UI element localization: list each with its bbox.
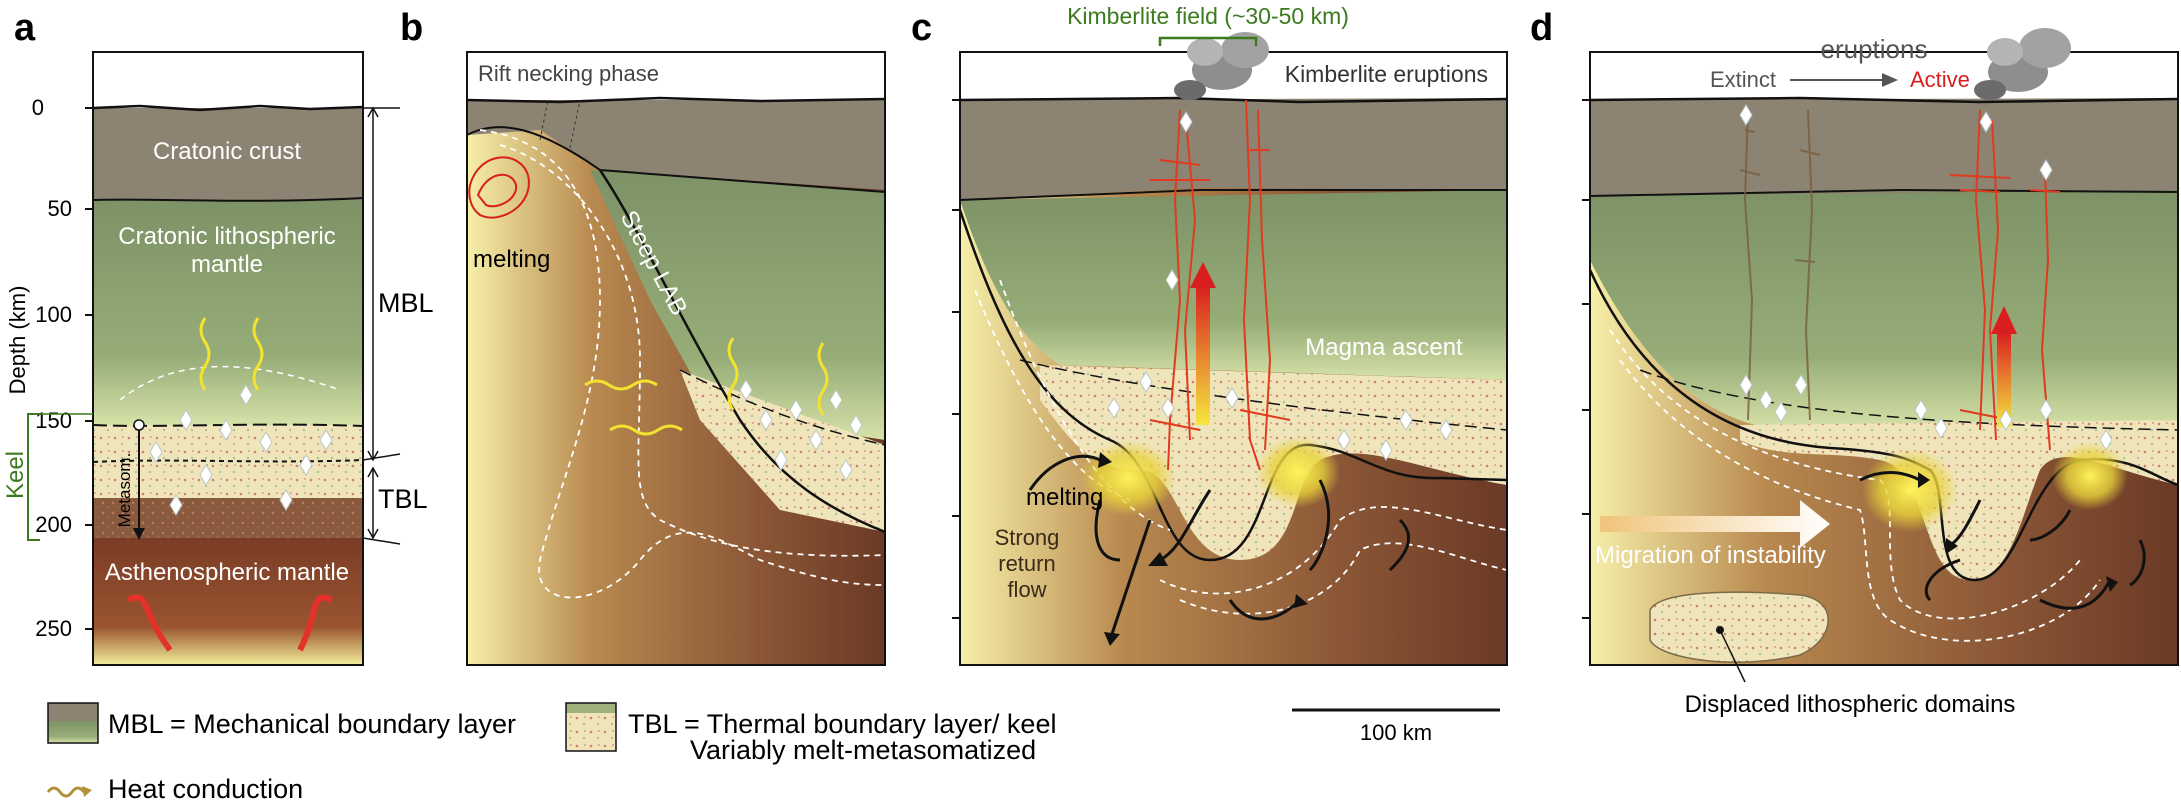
scale-bar-label: 100 km bbox=[1360, 720, 1432, 745]
legend: MBL = Mechanical boundary layer TBL = Th… bbox=[46, 702, 1500, 804]
keel-region bbox=[680, 370, 885, 532]
tick-50: 50 bbox=[48, 196, 72, 221]
heat-wave-icon bbox=[609, 424, 683, 436]
legend-mbl-text: MBL = Mechanical boundary layer bbox=[108, 709, 516, 739]
tick-200: 200 bbox=[35, 512, 72, 537]
heat-wave-icon bbox=[252, 317, 264, 391]
diamond-icons bbox=[1107, 111, 1453, 461]
legend-swatch-mbl bbox=[47, 702, 99, 744]
crust-region bbox=[1590, 98, 2178, 196]
label-clm-line1: Cratonic lithospheric bbox=[118, 223, 335, 250]
tick-250: 250 bbox=[35, 616, 72, 641]
steep-lab-line bbox=[598, 169, 885, 534]
cratonic-crust-layer bbox=[93, 108, 363, 206]
label-extinct: Extinct bbox=[1710, 67, 1776, 92]
lithospheric-mantle-region bbox=[960, 190, 1507, 380]
heat-wave-icon bbox=[817, 342, 829, 416]
tick-150: 150 bbox=[35, 408, 72, 433]
keel-region bbox=[1740, 420, 2178, 580]
heat-conduction-icon bbox=[46, 786, 86, 798]
label-displaced-domains: Displaced lithospheric domains bbox=[1685, 691, 2016, 718]
y-axis-label: Depth (km) bbox=[5, 286, 30, 395]
crust-region bbox=[960, 98, 1507, 200]
label-active: Active bbox=[1910, 67, 1970, 92]
lithospheric-mantle-region bbox=[590, 170, 885, 440]
panel-b: b Rift bbox=[400, 7, 886, 666]
legend-heat-text: Heat conduction bbox=[108, 774, 303, 804]
panel-b-letter: b bbox=[400, 7, 423, 49]
panel-c-letter: c bbox=[911, 7, 932, 49]
asthenospheric-mantle-layer bbox=[93, 538, 363, 665]
label-metasom: Metasom. bbox=[115, 453, 134, 528]
label-kimberlite-field: Kimberlite field (~30-50 km) bbox=[1067, 3, 1349, 29]
label-eruptions: eruptions bbox=[1821, 34, 1928, 64]
label-kimberlite-eruptions: Kimberlite eruptions bbox=[1285, 61, 1488, 87]
label-melting-c: melting bbox=[1026, 484, 1103, 511]
panel-a: a 0 50 100 bbox=[2, 7, 434, 666]
magma-ascent-arrow bbox=[1196, 285, 1210, 425]
legend-tbl-line2: Variably melt-metasomatized bbox=[690, 735, 1036, 765]
label-mbl: MBL bbox=[378, 288, 434, 318]
heat-wave-icon bbox=[584, 379, 658, 391]
legend-swatch-tbl bbox=[565, 702, 617, 752]
label-strong: Strong bbox=[995, 525, 1060, 550]
panel-d: d bbox=[1530, 7, 2179, 718]
arrow-right-icon bbox=[1882, 73, 1898, 87]
label-melting-b: melting bbox=[473, 246, 550, 273]
displaced-domain-blob bbox=[1649, 591, 1829, 663]
label-flow: flow bbox=[1007, 577, 1046, 602]
heat-wave-icon bbox=[727, 337, 739, 411]
panel-c: c bbox=[911, 3, 1508, 666]
label-rift-necking: Rift necking phase bbox=[478, 61, 659, 86]
label-migration: Migration of instability bbox=[1595, 542, 1826, 569]
kimberlite-dykes bbox=[1149, 99, 1291, 471]
diamond-icons bbox=[1739, 104, 2113, 451]
magma-ascent-arrow bbox=[1997, 332, 2011, 427]
panel-a-letter: a bbox=[14, 7, 36, 49]
tick-0: 0 bbox=[32, 95, 44, 120]
label-tbl: TBL bbox=[378, 484, 428, 514]
label-asthenosphere: Asthenospheric mantle bbox=[105, 559, 349, 586]
panel-d-letter: d bbox=[1530, 7, 1553, 49]
lab-line-c bbox=[960, 209, 1507, 562]
migration-arrow bbox=[1600, 500, 1830, 548]
tick-100: 100 bbox=[35, 302, 72, 327]
diamond-icons bbox=[739, 379, 863, 481]
heat-wave-icon bbox=[199, 317, 211, 391]
label-return: return bbox=[998, 551, 1055, 576]
lithospheric-mantle-layer bbox=[93, 200, 363, 425]
label-clm-line2: mantle bbox=[191, 251, 263, 278]
label-keel: Keel bbox=[2, 451, 29, 499]
lithospheric-mantle-region bbox=[1590, 190, 2178, 430]
label-magma-ascent: Magma ascent bbox=[1305, 334, 1463, 361]
crust-region bbox=[467, 100, 885, 190]
label-cratonic-crust: Cratonic crust bbox=[153, 138, 301, 165]
eruption-cloud-icon bbox=[1974, 28, 2071, 100]
diamond-icons bbox=[149, 384, 333, 516]
legend-tbl-line1: TBL = Thermal boundary layer/ keel bbox=[628, 709, 1056, 739]
